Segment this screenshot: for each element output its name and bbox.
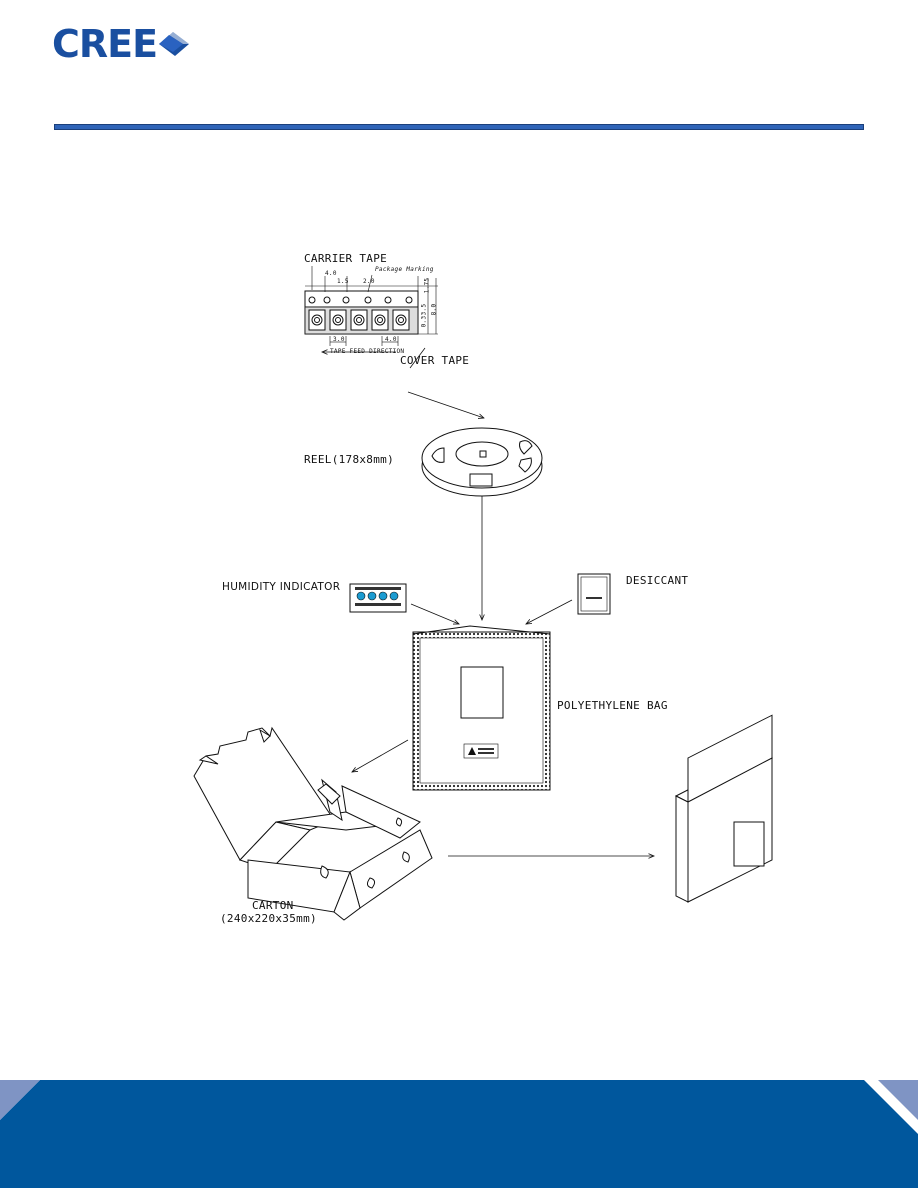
footer-band bbox=[0, 1080, 918, 1188]
humidity-indicator-label: HUMIDITY INDICATOR bbox=[222, 581, 341, 593]
sprocket-holes bbox=[308, 296, 413, 304]
carrier-tape-label: CARRIER TAPE bbox=[304, 252, 388, 265]
sealed-box bbox=[674, 714, 774, 903]
carton-size-label: (240x220x35mm) bbox=[220, 912, 317, 925]
cree-logo: CREE bbox=[52, 22, 195, 66]
header-rule bbox=[54, 124, 864, 130]
dim-1-5: 1.5 bbox=[337, 278, 349, 285]
dim-4-0-top: 4.0 bbox=[325, 270, 337, 277]
dim-3-0: 3.0 bbox=[333, 336, 345, 343]
open-carton bbox=[193, 726, 433, 921]
humidity-indicator-card bbox=[349, 583, 407, 613]
tape-pockets bbox=[308, 309, 410, 331]
dim-4-0-bottom: 4.0 bbox=[385, 336, 397, 343]
cree-diamond-icon bbox=[159, 32, 190, 56]
logo-text: CREE bbox=[52, 22, 158, 66]
dim-1-75: 1.75 bbox=[423, 277, 431, 294]
package-marking-label: Package Marking bbox=[375, 266, 434, 273]
reel bbox=[421, 427, 543, 497]
dim-8-0: 8.0 bbox=[430, 303, 438, 316]
dim-0-3: 0.3 bbox=[420, 315, 428, 328]
cover-tape-label: COVER TAPE bbox=[400, 354, 470, 367]
dim-3-5: 3.5 bbox=[420, 303, 428, 316]
dim-2-0: 2.0 bbox=[363, 278, 375, 285]
carrier-tape bbox=[304, 266, 438, 352]
polyethylene-bag-label: POLYETHYLENE BAG bbox=[557, 699, 668, 712]
carton-label: CARTON bbox=[252, 899, 294, 912]
polyethylene-bag bbox=[412, 625, 551, 791]
desiccant-label: DESICCANT bbox=[626, 574, 689, 587]
desiccant-packet bbox=[577, 573, 611, 615]
tape-feed-label: TAPE FEED DIRECTION bbox=[330, 348, 405, 355]
reel-label: REEL(178x8mm) bbox=[304, 453, 394, 466]
